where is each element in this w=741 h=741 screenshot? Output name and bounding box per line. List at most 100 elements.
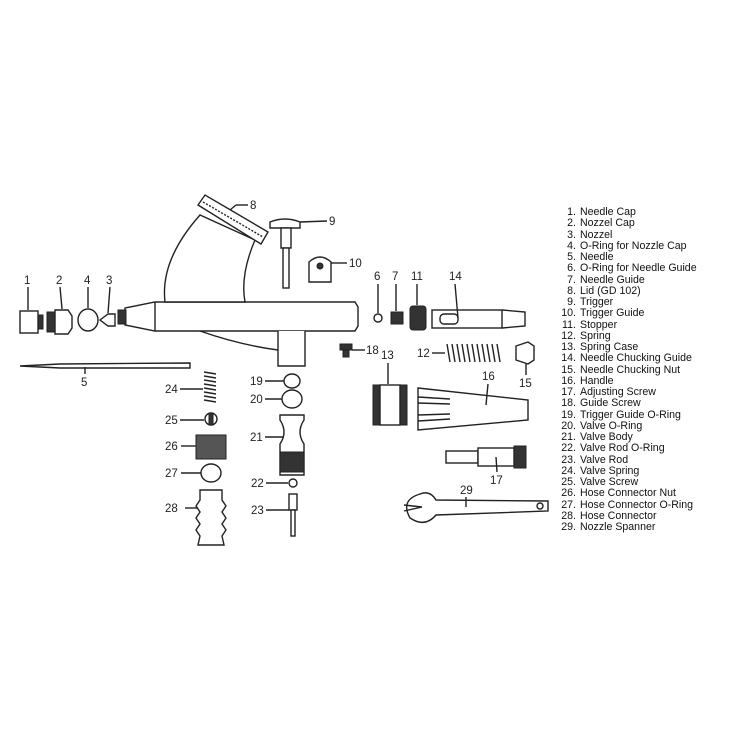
legend-label: Valve Screw [580,476,639,488]
paint-cup [163,214,256,303]
legend-item: 18.Guide Screw [560,397,697,410]
legend-label: Needle Chucking Nut [580,363,681,376]
legend-item: 11. Stopper [560,318,697,331]
legend-item: 16. Handle [560,374,697,387]
legend-label: Handle [580,374,614,387]
legend-label: Hose Connector [580,509,657,522]
part-hose-connector-nut [181,434,227,460]
callout-24: 24 [165,384,178,396]
legend-number: 17. [561,386,576,398]
legend-number: 16. [561,374,576,387]
callout-10: 10 [349,258,362,270]
callout-19: 19 [250,376,263,388]
legend-item: 6. O-Ring for Needle Guide [560,262,697,275]
callout-3: 3 [106,275,112,287]
legend-number: 10. [561,307,576,320]
callout-20: 20 [250,394,263,406]
legend-number: 2. [567,217,576,230]
legend-label: Trigger Guide [580,307,645,320]
legend-label: Guide Screw [580,397,641,410]
legend-label: Hose Connector Nut [580,487,676,500]
callout-15: 15 [519,378,532,390]
legend-item: 1. Needle Cap [560,206,697,218]
callout-29: 29 [460,485,473,497]
legend-number: 24. [561,464,576,477]
callout-22: 22 [251,478,264,490]
legend-label: Needle [580,251,614,263]
airbrush-body [117,301,359,367]
part-valve-body [265,414,305,476]
part-trigger-guide [308,256,347,283]
legend-number: 12. [561,329,576,342]
part-trigger-guide-oring [265,373,301,389]
callout-16: 16 [482,371,495,383]
part-needle-cap [19,287,44,334]
legend-item: 19.Trigger Guide O-Ring [560,409,697,421]
legend-label: Valve Rod O-Ring [580,442,665,455]
legend-number: 9. [567,296,576,308]
legend-number: 4. [567,239,576,252]
part-lid [197,194,269,245]
part-spring [432,343,501,363]
legend-number: 7. [567,273,576,286]
legend-item: 24. Valve Spring [560,464,697,477]
legend-number: 11. [562,318,576,331]
part-valve-rod [266,493,298,537]
legend-label: Stopper [580,318,618,331]
part-adjusting-screw [445,445,527,473]
legend-number: 27. [561,498,576,511]
part-spring-case [372,363,408,426]
legend-label: O-Ring for Needle Guide [580,262,697,275]
callout-5: 5 [81,377,87,389]
callout-labels: 1 2 3 4 5 6 7 8 9 10 11 12 13 14 15 16 1… [24,200,532,517]
part-valve-oring [265,389,303,409]
legend-label: Nozzel Cap [580,217,635,230]
callout-12: 12 [417,348,430,360]
legend-number: 3. [567,228,576,241]
part-guide-screw [339,343,365,358]
legend-number: 15. [561,363,576,376]
legend-label: Needle Cap [580,206,636,218]
callout-13: 13 [381,350,394,362]
legend-label: Trigger [580,296,614,308]
legend-number: 29. [561,521,576,533]
legend-number: 1. [567,206,576,218]
legend-item: 20.Valve O-Ring [560,419,697,432]
legend-number: 20. [561,419,576,432]
legend-label: Lid (GD 102) [580,284,641,297]
legend-number: 26. [561,487,576,500]
callout-6: 6 [374,271,380,283]
legend-item: 15. Needle Chucking Nut [560,363,697,376]
callout-21: 21 [250,432,263,444]
legend-number: 25. [561,476,576,488]
legend-number: 13. [561,341,576,353]
legend-label: Hose Connector O-Ring [580,498,694,511]
legend-item: 28.Hose Connector [560,509,697,522]
callout-27: 27 [165,468,178,480]
legend-label: Valve Spring [580,464,640,477]
callout-28: 28 [165,503,178,515]
part-valve-rod-oring [266,478,298,488]
callout-2: 2 [56,275,62,287]
legend-item: 10. Trigger Guide [560,307,697,320]
legend-item: 3. Nozzel [560,228,697,241]
callout-14: 14 [449,271,462,283]
legend-item: 21.Valve Body [560,431,697,443]
legend-item: 22.Valve Rod O-Ring [560,442,697,455]
part-needle-chucking-guide [431,283,526,329]
callout-8: 8 [250,200,256,212]
legend-item: 8.Lid (GD 102) [560,284,697,297]
part-handle [417,383,529,431]
callout-1: 1 [24,275,30,287]
legend-item: 4.O-Ring for Nozzle Cap [560,239,697,252]
legend-number: 6. [567,262,576,275]
legend-number: 23. [561,453,576,466]
part-stopper [409,284,427,331]
legend-label: Needle Chucking Guide [580,352,692,365]
legend-label: Nozzel [580,228,613,241]
part-valve-screw [180,412,218,426]
legend-item: 9. Trigger [560,296,697,308]
part-valve-spring [180,371,217,403]
callout-7: 7 [392,271,398,283]
part-nozzle-cap [46,286,73,335]
